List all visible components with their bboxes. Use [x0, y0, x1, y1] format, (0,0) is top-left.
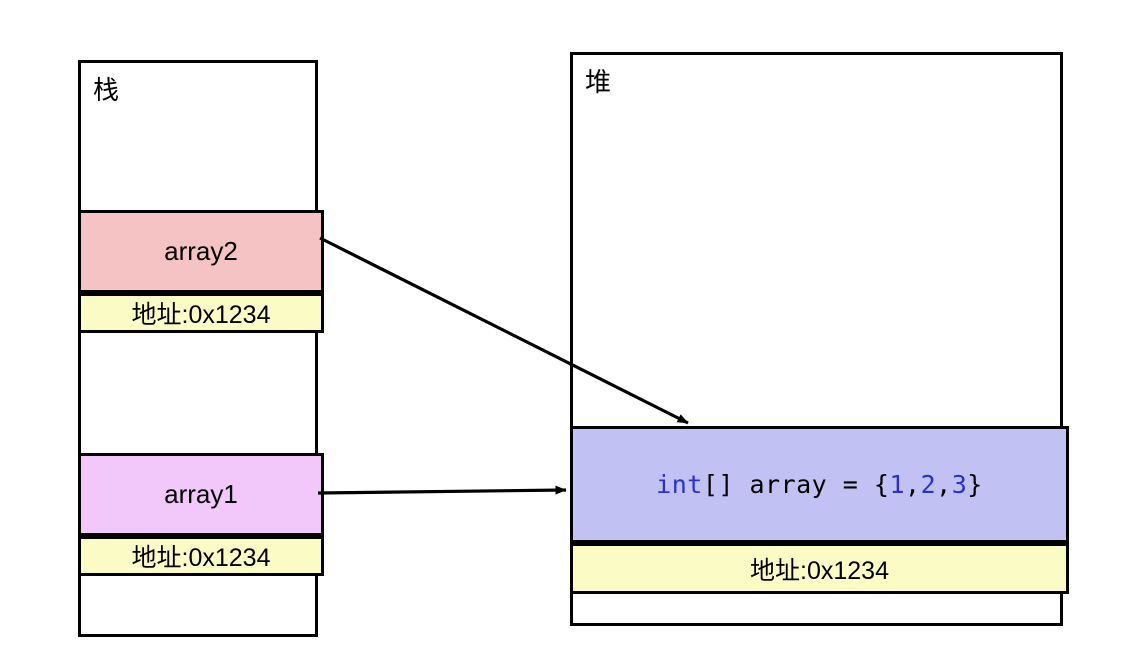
- stack-slot-array2-variable: array2: [78, 210, 324, 293]
- heap-object-code-row: int[] array = {1,2,3}: [570, 426, 1069, 543]
- code-token-decl: [] array = {: [702, 470, 890, 499]
- code-token-keyword: int: [656, 470, 703, 499]
- stack-slot-array2-address: 地址:0x1234: [78, 293, 324, 333]
- stack-slot-array1-variable: array1: [78, 453, 324, 536]
- heap-region: 堆 int[] array = {1,2,3} 地址:0x1234: [570, 52, 1069, 626]
- code-token-comma-2: ,: [936, 470, 952, 499]
- code-token-value-2: 2: [920, 470, 937, 499]
- stack-region: 栈 array2 地址:0x1234 array1 地址:0x1234: [78, 60, 324, 637]
- code-token-comma-1: ,: [905, 470, 921, 499]
- code-token-value-1: 1: [889, 470, 906, 499]
- stack-region-title: 栈: [93, 75, 120, 105]
- arrow-array1-to-heap-object: [317, 485, 567, 495]
- stack-slot-array1-address: 地址:0x1234: [78, 536, 324, 576]
- code-token-brace-close: }: [967, 470, 983, 499]
- heap-object-address: 地址:0x1234: [570, 543, 1069, 594]
- heap-region-title: 堆: [585, 67, 612, 97]
- code-token-value-3: 3: [951, 470, 968, 499]
